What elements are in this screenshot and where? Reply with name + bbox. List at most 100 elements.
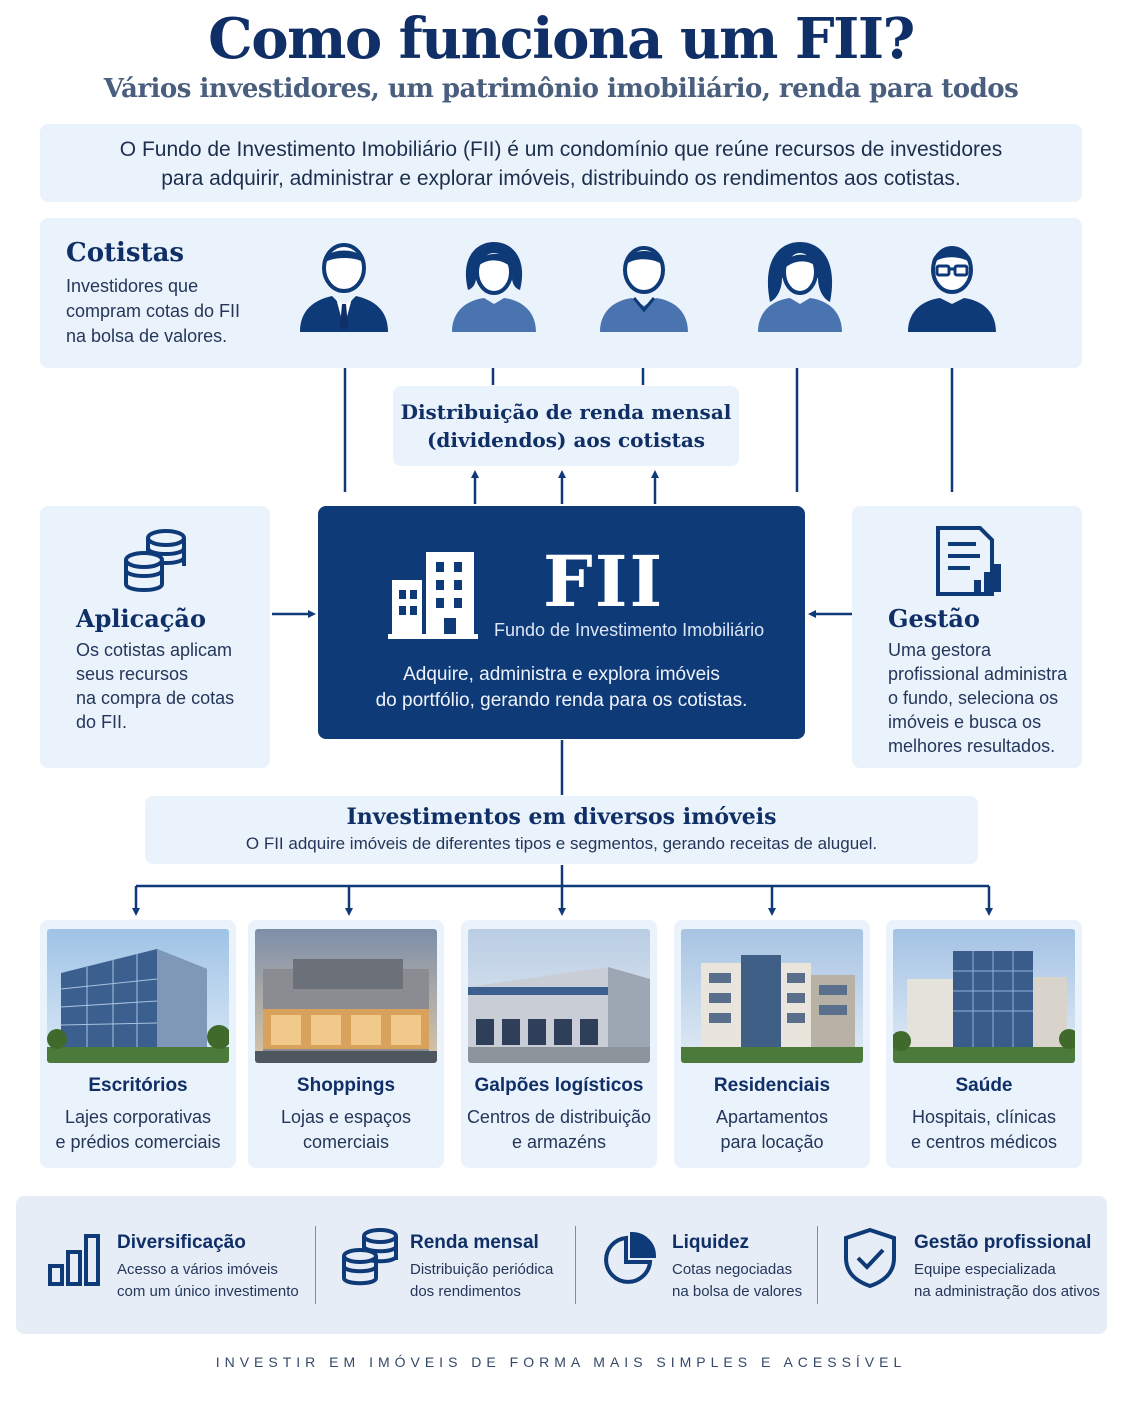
aplicacao-description: Os cotistas aplicam seus recursos na com… xyxy=(76,638,234,734)
aplicacao-desc-line: seus recursos xyxy=(76,664,189,684)
bar-chart-icon xyxy=(48,1234,100,1286)
cotistas-panel: Cotistas Investidores que compram cotas … xyxy=(40,218,1082,368)
man-suit-icon xyxy=(300,243,388,332)
segment-desc-line: e armazéns xyxy=(511,1132,607,1152)
gestao-desc-line: melhores resultados. xyxy=(888,736,1056,756)
benefit-desc-line: Equipe especializada xyxy=(914,1261,1056,1278)
intro-line-1: O Fundo de Investimento Imobiliário (FII… xyxy=(119,138,1003,161)
gestao-title: Gestão xyxy=(888,604,980,633)
segment-desc-line: comerciais xyxy=(302,1132,390,1152)
coins-icon xyxy=(342,1228,398,1286)
fii-description: Adquire, administra e explora imóveis do… xyxy=(318,662,805,714)
segment-desc-line: para locação xyxy=(720,1132,824,1152)
distribution-line-2: (dividendos) aos cotistas xyxy=(426,428,706,452)
segment-description: Lojas e espaços comerciais xyxy=(248,1105,444,1155)
segment-title: Shoppings xyxy=(296,1075,396,1096)
benefit-diversificacao: Diversificação Acesso a vários imóveis c… xyxy=(117,1232,299,1303)
fii-desc-line: Adquire, administra e explora imóveis xyxy=(403,664,720,685)
segment-description: Apartamentos para locação xyxy=(674,1105,870,1155)
benefit-desc-line: na bolsa de valores xyxy=(672,1283,803,1300)
man-glasses-icon xyxy=(908,246,996,332)
man-icon xyxy=(600,246,688,332)
fii-label: FII xyxy=(543,540,665,623)
segment-desc-line: Lojas e espaços xyxy=(280,1107,412,1127)
segment-card-shoppings: Shoppings Lojas e espaços comerciais xyxy=(248,920,444,1168)
benefit-desc-line: com um único investimento xyxy=(117,1283,299,1300)
aplicacao-panel: Aplicação Os cotistas aplicam seus recur… xyxy=(40,506,270,768)
office-building-photo xyxy=(47,929,229,1063)
divider xyxy=(575,1226,576,1304)
coins-stack-icon xyxy=(124,529,186,592)
intro-line-2: para adquirir, administrar e explorar im… xyxy=(161,167,961,190)
benefit-title: Liquidez xyxy=(672,1232,750,1253)
segment-card-residenciais: Residenciais Apartamentos para locação xyxy=(674,920,870,1168)
benefit-desc-line: Distribuição periódica xyxy=(410,1261,554,1278)
investments-box: Investimentos em diversos imóveis O FII … xyxy=(145,796,978,864)
divider xyxy=(817,1226,818,1304)
page-title: Como funciona um FII? xyxy=(208,6,915,72)
shield-check-icon xyxy=(844,1227,896,1289)
benefit-description: Distribuição periódica dos rendimentos xyxy=(410,1259,553,1303)
fii-fullname: Fundo de Investimento Imobiliário xyxy=(494,620,765,640)
fii-box: FII Fundo de Investimento Imobiliário Ad… xyxy=(318,506,805,739)
gestao-panel: Gestão Uma gestora profissional administ… xyxy=(852,506,1082,768)
segment-desc-line: Centros de distribuição xyxy=(466,1107,652,1127)
segment-description: Centros de distribuição e armazéns xyxy=(461,1105,657,1155)
footer-tagline: INVESTIR EM IMÓVEIS DE FORMA MAIS SIMPLE… xyxy=(215,1354,907,1370)
benefit-liquidez: Liquidez Cotas negociadas na bolsa de va… xyxy=(672,1232,802,1303)
shopping-mall-photo xyxy=(255,929,437,1063)
report-document-icon xyxy=(936,526,1001,596)
benefit-renda-mensal: Renda mensal Distribuição periódica dos … xyxy=(410,1232,553,1303)
segment-description: Lajes corporativas e prédios comerciais xyxy=(40,1105,236,1155)
investments-title: Investimentos em diversos imóveis xyxy=(346,804,777,830)
segment-desc-line: Apartamentos xyxy=(715,1107,829,1127)
segment-card-saude: Saúde Hospitais, clínicas e centros médi… xyxy=(886,920,1082,1168)
cotistas-description: Investidores que compram cotas do FII na… xyxy=(66,274,286,349)
benefit-description: Cotas negociadas na bolsa de valores xyxy=(672,1259,802,1303)
cotistas-desc-line: na bolsa de valores. xyxy=(66,326,228,346)
gestao-desc-line: o fundo, seleciona os xyxy=(888,688,1059,708)
benefit-desc-line: dos rendimentos xyxy=(410,1283,521,1300)
intro-panel: O Fundo de Investimento Imobiliário (FII… xyxy=(40,124,1082,202)
benefit-title: Diversificação xyxy=(117,1232,246,1253)
warehouse-photo xyxy=(468,929,650,1063)
cotistas-title: Cotistas xyxy=(66,238,185,268)
divider xyxy=(315,1226,316,1304)
benefit-title: Gestão profissional xyxy=(914,1232,1092,1253)
benefit-desc-line: na administração dos ativos xyxy=(914,1283,1100,1300)
benefit-description: Equipe especializada na administração do… xyxy=(914,1259,1100,1303)
segment-card-galpoes: Galpões logísticos Centros de distribuiç… xyxy=(461,920,657,1168)
gestao-desc-line: imóveis e busca os xyxy=(888,712,1042,732)
benefit-title: Renda mensal xyxy=(410,1232,539,1253)
segment-desc-line: Lajes corporativas xyxy=(64,1107,212,1127)
fii-desc-line: do portfólio, gerando renda para os coti… xyxy=(375,690,748,711)
residential-building-photo xyxy=(681,929,863,1063)
woman-icon xyxy=(452,242,536,332)
woman-long-hair-icon xyxy=(758,242,842,332)
gestao-desc-line: profissional administra xyxy=(888,664,1068,684)
segment-description: Hospitais, clínicas e centros médicos xyxy=(886,1105,1082,1155)
buildings-icon xyxy=(388,552,478,639)
benefit-gestao-profissional: Gestão profissional Equipe especializada… xyxy=(914,1232,1100,1303)
gestao-desc-line: Uma gestora xyxy=(888,640,992,660)
gestao-description: Uma gestora profissional administra o fu… xyxy=(888,638,1067,758)
benefit-desc-line: Cotas negociadas xyxy=(672,1261,793,1278)
segment-desc-line: e prédios comerciais xyxy=(55,1132,221,1152)
cotistas-desc-line: Investidores que xyxy=(66,276,199,296)
distribution-line-1: Distribuição de renda mensal xyxy=(400,400,732,424)
segment-title: Escritórios xyxy=(88,1075,188,1096)
segment-title: Residenciais xyxy=(713,1075,831,1096)
hospital-building-photo xyxy=(893,929,1075,1063)
segment-title: Galpões logísticos xyxy=(474,1075,644,1096)
aplicacao-desc-line: do FII. xyxy=(76,712,128,732)
segment-desc-line: e centros médicos xyxy=(910,1132,1058,1152)
distribution-box: Distribuição de renda mensal (dividendos… xyxy=(393,386,739,466)
benefit-description: Acesso a vários imóveis com um único inv… xyxy=(117,1259,299,1303)
page-subtitle: Vários investidores, um patrimônio imobi… xyxy=(103,74,1019,104)
benefits-bar: Diversificação Acesso a vários imóveis c… xyxy=(16,1196,1107,1334)
segment-desc-line: Hospitais, clínicas xyxy=(911,1107,1057,1127)
segment-title: Saúde xyxy=(955,1075,1013,1096)
aplicacao-desc-line: na compra de cotas xyxy=(76,688,235,708)
segment-card-escritorios: Escritórios Lajes corporativas e prédios… xyxy=(40,920,236,1168)
